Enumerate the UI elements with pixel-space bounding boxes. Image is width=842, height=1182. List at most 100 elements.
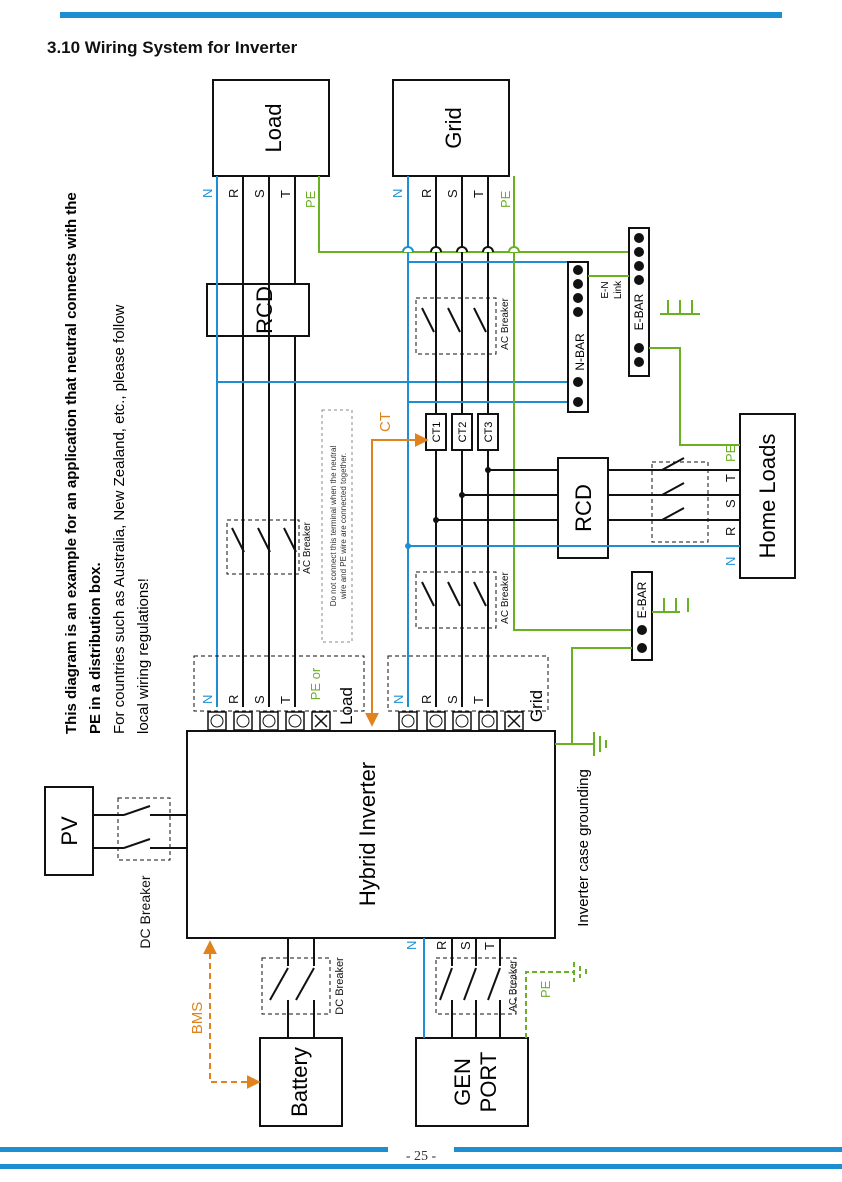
home-loads-box: Home Loads — [739, 413, 796, 579]
gen-port-wiring: AC Breaker — [423, 938, 587, 1038]
svg-text:Link: Link — [613, 280, 624, 299]
svg-text:T: T — [471, 190, 486, 198]
pe-or-label: PE or — [308, 667, 323, 700]
footer-line-lower — [0, 1164, 842, 1169]
svg-text:S: S — [445, 695, 460, 704]
svg-text:S: S — [252, 695, 267, 704]
page-number: - 25 - — [405, 1149, 437, 1164]
e-bar-bottom: E-BAR — [571, 571, 689, 745]
section-title: 3.10 Wiring System for Inverter — [47, 38, 298, 57]
n-bar-label: N-BAR — [573, 333, 587, 371]
load-terminal-label: Load — [337, 687, 356, 725]
svg-text:wire and PE wire are connected: wire and PE wire are connected together. — [339, 453, 348, 600]
svg-text:PE: PE — [723, 444, 738, 462]
svg-text:N: N — [200, 695, 215, 704]
svg-text:S: S — [723, 499, 738, 508]
ct2-label: CT2 — [457, 422, 469, 443]
pv-box-label: PV — [57, 816, 82, 846]
e-bar-top-label: E-BAR — [632, 293, 646, 330]
svg-text:For countries such as Australi: For countries such as Australia, New Zea… — [111, 304, 128, 734]
gen-port-label-1: GEN — [450, 1058, 475, 1106]
svg-text:T: T — [723, 474, 738, 482]
bms-signal-line: BMS — [189, 940, 261, 1089]
svg-text:R: R — [419, 189, 434, 198]
ct1-label: CT1 — [431, 422, 443, 443]
svg-text:E-N: E-N — [600, 281, 611, 298]
ct-label: CT — [377, 412, 394, 432]
caution-note: Do not connect this terminal when the ne… — [321, 409, 353, 643]
svg-text:S: S — [252, 189, 267, 198]
home-loads-breaker — [651, 457, 709, 543]
svg-text:PE in a distribution box.: PE in a distribution box. — [87, 562, 104, 734]
footer-line-upper-left — [0, 1147, 388, 1152]
rcd-box-load-label: RCD — [252, 286, 277, 334]
svg-text:R: R — [723, 527, 738, 536]
hybrid-inverter-box: Hybrid Inverter — [186, 730, 556, 939]
inverter-case-grounding: Inverter case grounding — [555, 732, 607, 927]
load-box-label: Load — [261, 104, 286, 153]
header-accent-bar — [60, 12, 782, 18]
svg-text:AC Breaker: AC Breaker — [500, 297, 511, 349]
battery-box-label: Battery — [287, 1047, 312, 1117]
footer-line-upper-right — [454, 1147, 842, 1152]
svg-text:DC Breaker: DC Breaker — [334, 957, 346, 1015]
ct3-label: CT3 — [483, 422, 495, 443]
load-terminals: Load PE or — [193, 655, 365, 731]
svg-text:T: T — [278, 190, 293, 198]
svg-text:PE: PE — [538, 980, 553, 998]
wire-crossovers — [402, 246, 520, 253]
n-bar: N-BAR — [567, 261, 589, 413]
svg-text:N: N — [404, 941, 419, 950]
load-side-wiring — [216, 176, 640, 707]
svg-text:R: R — [226, 189, 241, 198]
svg-text:T: T — [278, 696, 293, 704]
gen-port-box: GEN PORT — [415, 1037, 529, 1127]
svg-text:DC Breaker: DC Breaker — [137, 875, 153, 948]
e-bar-bottom-label: E-BAR — [635, 581, 649, 618]
grid-box-label: Grid — [441, 107, 466, 149]
pv-box: PV — [44, 786, 94, 876]
svg-text:N: N — [200, 189, 215, 198]
svg-text:R: R — [434, 941, 449, 950]
svg-text:PE: PE — [498, 190, 513, 208]
ct-sensors: CT1 CT2 CT3 — [425, 413, 499, 451]
load-box: Load — [212, 79, 330, 177]
svg-text:AC Breaker: AC Breaker — [500, 571, 511, 623]
svg-text:N: N — [391, 695, 406, 704]
ac-breaker-load: AC Breaker — [226, 519, 313, 575]
home-loads-box-label: Home Loads — [755, 434, 780, 559]
svg-text:R: R — [419, 695, 434, 704]
svg-text:N: N — [390, 189, 405, 198]
ac-breaker-grid-bottom: AC Breaker — [415, 571, 511, 629]
ct-signal-line: CT — [365, 412, 429, 727]
grid-box: Grid — [392, 79, 510, 177]
e-n-link-label: E-N Link — [600, 280, 624, 299]
bms-label: BMS — [189, 1002, 206, 1035]
rcd-box-home-label: RCD — [571, 484, 596, 532]
svg-text:This diagram is an example for: This diagram is an example for an applic… — [63, 192, 80, 734]
svg-text:T: T — [482, 942, 497, 950]
e-bar-top: E-BAR — [628, 227, 650, 377]
svg-text:Inverter case grounding: Inverter case grounding — [575, 769, 592, 927]
gen-port-label-2: PORT — [476, 1052, 501, 1113]
svg-text:N: N — [723, 557, 738, 566]
rcd-box-home: RCD — [557, 457, 609, 559]
svg-text:AC Breaker: AC Breaker — [508, 959, 519, 1011]
rcd-box-load: RCD — [206, 283, 310, 337]
svg-text:S: S — [445, 189, 460, 198]
svg-text:R: R — [226, 695, 241, 704]
svg-text:local wiring regulations!: local wiring regulations! — [135, 578, 152, 734]
svg-text:PE: PE — [303, 190, 318, 208]
svg-text:AC Breaker: AC Breaker — [302, 521, 313, 573]
application-note: This diagram is an example for an applic… — [63, 192, 152, 734]
grid-terminal-label: Grid — [527, 690, 546, 722]
home-loads-wiring — [405, 467, 740, 549]
pv-wiring: DC Breaker — [93, 797, 187, 949]
grid-terminals: Grid — [387, 655, 549, 731]
svg-text:T: T — [471, 696, 486, 704]
svg-text:S: S — [458, 941, 473, 950]
e-bar-top-ground — [588, 275, 740, 446]
svg-text:Do not connect this terminal w: Do not connect this terminal when the ne… — [329, 446, 338, 607]
phase-labels: N R S T PE N R S T PE N R S T N R S T N … — [200, 189, 738, 998]
